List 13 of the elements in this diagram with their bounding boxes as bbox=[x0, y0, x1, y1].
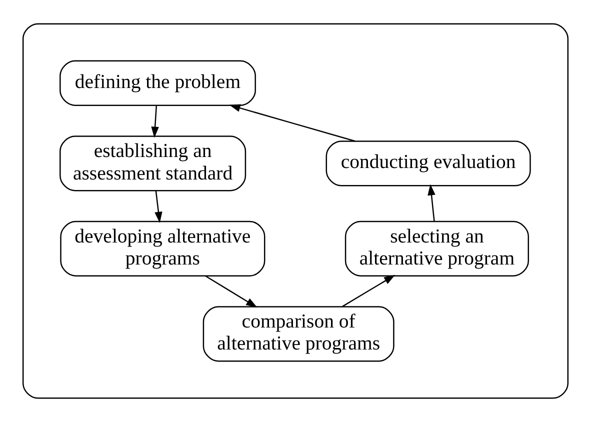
node-box: developing alternative programs bbox=[60, 220, 266, 276]
node-box: defining the problem bbox=[60, 60, 256, 106]
node-box: selecting an alternative program bbox=[344, 220, 529, 276]
arrow bbox=[428, 184, 436, 221]
node-box: conducting evaluation bbox=[326, 140, 531, 186]
arrow bbox=[204, 274, 258, 308]
arrow bbox=[229, 104, 356, 142]
node-box: establishing an assessment standard bbox=[60, 135, 246, 191]
arrow bbox=[151, 105, 159, 138]
node-box: comparison of alternative programs bbox=[202, 306, 394, 362]
cluster bbox=[22, 22, 569, 398]
arrow bbox=[154, 190, 162, 222]
arrow bbox=[342, 274, 396, 307]
